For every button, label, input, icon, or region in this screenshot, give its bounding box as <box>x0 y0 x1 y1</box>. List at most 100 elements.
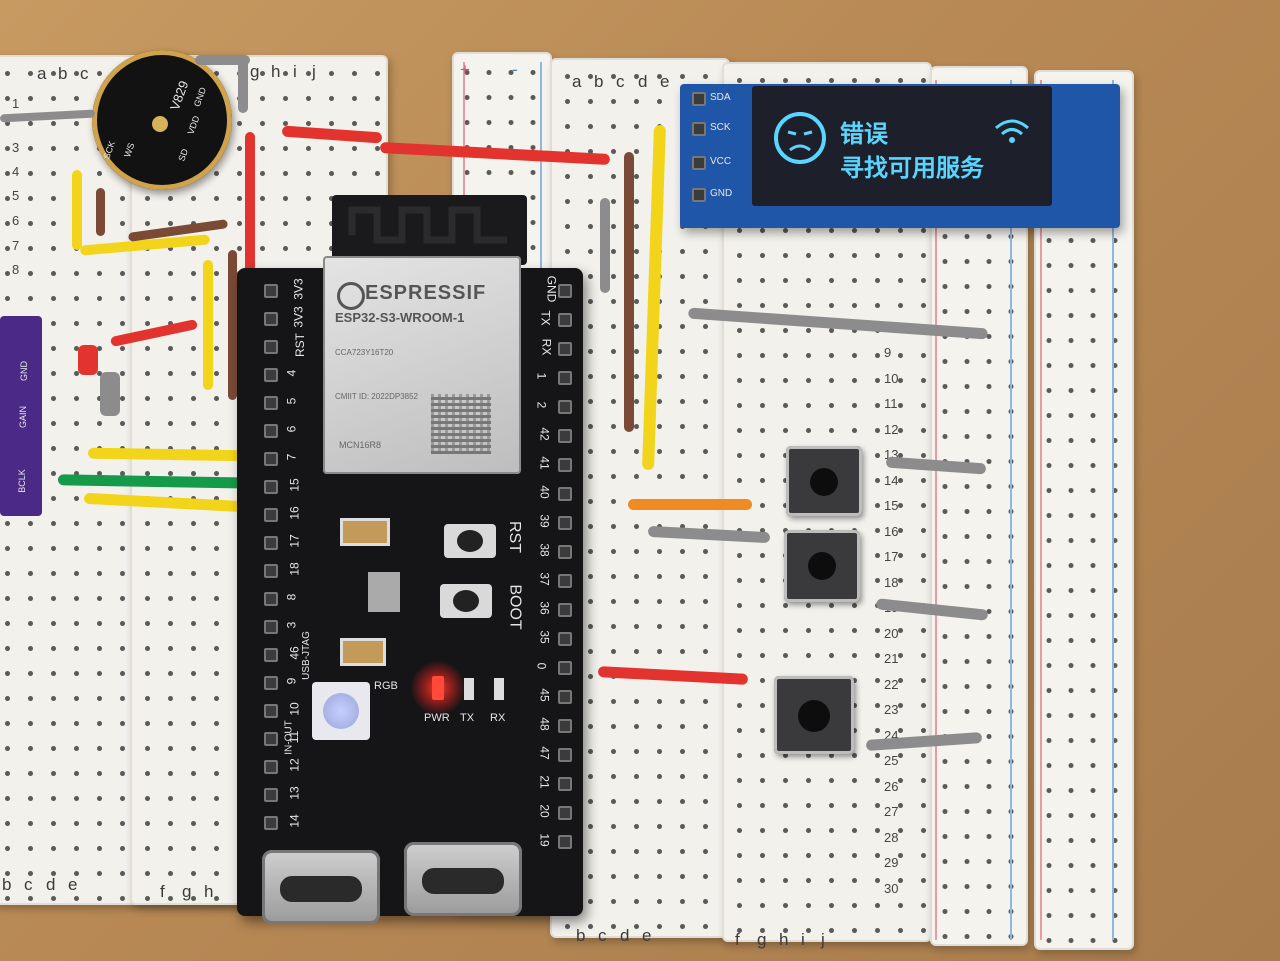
board-header-pin <box>558 458 572 472</box>
board-header-pin <box>558 400 572 414</box>
module-brand: ESPRESSIF <box>365 282 487 304</box>
row-number: 10 <box>884 370 899 386</box>
board-header-pin <box>558 574 572 588</box>
row-number: 15 <box>884 498 899 513</box>
board-pin-label: 4 <box>284 369 299 377</box>
board-pin-label: 36 <box>537 601 552 615</box>
boot-button-cap[interactable] <box>453 590 479 612</box>
row-number: 9 <box>884 345 892 360</box>
board-header-pin <box>264 620 278 634</box>
boot-button[interactable] <box>440 584 492 618</box>
esp32-module: ESPRESSIF ESP32-S3-WROOM-1 CCA723Y16T20 … <box>323 256 521 474</box>
mic-pin-label: SD <box>176 147 191 163</box>
tactile-button-3[interactable] <box>774 676 854 754</box>
row-number: 3 <box>12 140 20 155</box>
col-letter: d <box>46 875 56 894</box>
board-pin-label: 17 <box>287 534 302 548</box>
board-pin-label: 20 <box>537 804 552 818</box>
wire-gray <box>100 372 120 416</box>
board-header-pin <box>558 516 572 530</box>
wire-gray <box>600 198 610 293</box>
board-pin-label: 2 <box>534 401 549 409</box>
usb-c-port-right[interactable] <box>404 842 522 916</box>
row-number: 28 <box>884 829 899 845</box>
board-header-pin <box>558 777 572 791</box>
row-number: 30 <box>884 880 899 896</box>
board-pin-label: 14 <box>287 814 302 828</box>
board-header-pin <box>264 508 278 522</box>
tactile-button-cap[interactable] <box>798 700 830 732</box>
row-number: 20 <box>884 625 899 641</box>
col-letter: c <box>616 72 625 91</box>
amp-pin-label: BCLK <box>16 469 27 493</box>
row-number: 23 <box>884 702 899 717</box>
board-pin-label: 13 <box>287 786 302 800</box>
col-letter: a <box>37 64 47 83</box>
col-letter: g <box>182 882 192 901</box>
rgb-label: RGB <box>374 680 398 692</box>
amp-pin-label: GAIN <box>18 405 29 429</box>
board-header-pin <box>558 632 572 646</box>
board-header-pin <box>264 284 278 298</box>
board-pin-label: 38 <box>537 543 552 557</box>
row-number: 6 <box>12 213 20 228</box>
module-line: CMIIT ID: 2022DP3852 <box>335 392 419 401</box>
board-pin-label: 10 <box>287 702 302 716</box>
board-header-pin <box>264 452 278 466</box>
col-letter: e <box>660 72 670 91</box>
board-pin-label: 5 <box>284 397 299 405</box>
wire-brown <box>624 152 634 432</box>
sad-face-icon <box>774 112 826 164</box>
capacitor <box>340 638 386 666</box>
tx-led <box>464 678 474 700</box>
col-letter: h <box>271 62 281 81</box>
board-header-pin <box>558 284 572 298</box>
col-letter: f <box>160 882 165 901</box>
wire-gray <box>238 58 248 113</box>
tx-label: TX <box>460 712 475 724</box>
module-line: CCA723Y16T20 <box>335 348 394 357</box>
mic-pin-label: VDD <box>185 114 202 136</box>
usb-c-port-left[interactable] <box>262 850 380 924</box>
oled-pin-label: SDA <box>710 92 731 103</box>
rst-button[interactable] <box>444 524 496 558</box>
regulator-chip <box>368 572 400 612</box>
rst-button-cap[interactable] <box>457 530 483 552</box>
row-number: 4 <box>12 164 20 179</box>
mic-pin-label: GND <box>191 85 209 109</box>
board-pin-label: 3V3 <box>291 306 306 328</box>
col-letter: j <box>312 62 316 81</box>
rail-stripe-red <box>1040 80 1042 940</box>
board-pin-label: 39 <box>537 514 552 528</box>
row-number: 11 <box>884 396 898 411</box>
board-header-pin <box>264 536 278 550</box>
col-letter: i <box>801 930 805 949</box>
boot-label: BOOT <box>506 584 524 630</box>
col-letter: f <box>735 930 740 949</box>
wire-yellow <box>203 260 213 390</box>
row-number: 12 <box>884 421 899 437</box>
board-pin-label: 16 <box>287 506 302 520</box>
module-name: ESP32-S3-WROOM-1 <box>335 310 465 325</box>
row-number: 5 <box>12 188 20 203</box>
col-letter: h <box>204 882 214 901</box>
tactile-button-cap[interactable] <box>810 468 838 496</box>
board-header-pin <box>264 340 278 354</box>
board-header-pin <box>558 313 572 327</box>
qr-code-icon <box>431 394 491 454</box>
board-header-pin <box>558 371 572 385</box>
col-letter: b <box>576 926 586 945</box>
tactile-button-1[interactable] <box>786 446 862 516</box>
pwr-led <box>432 676 444 700</box>
tactile-button-cap[interactable] <box>808 552 836 580</box>
col-letter: e <box>642 926 652 945</box>
oled-pin-label: VCC <box>710 156 732 167</box>
microphone-module: V829 SCK WS SD VDD GND <box>92 50 232 190</box>
mic-pin-label: WS <box>122 141 137 159</box>
board-header-pin <box>264 312 278 326</box>
col-letter: c <box>80 64 89 83</box>
oled-pin <box>692 122 706 136</box>
rail-stripe-blue <box>1112 80 1114 940</box>
row-number: 18 <box>884 574 899 590</box>
tactile-button-2[interactable] <box>784 530 860 602</box>
